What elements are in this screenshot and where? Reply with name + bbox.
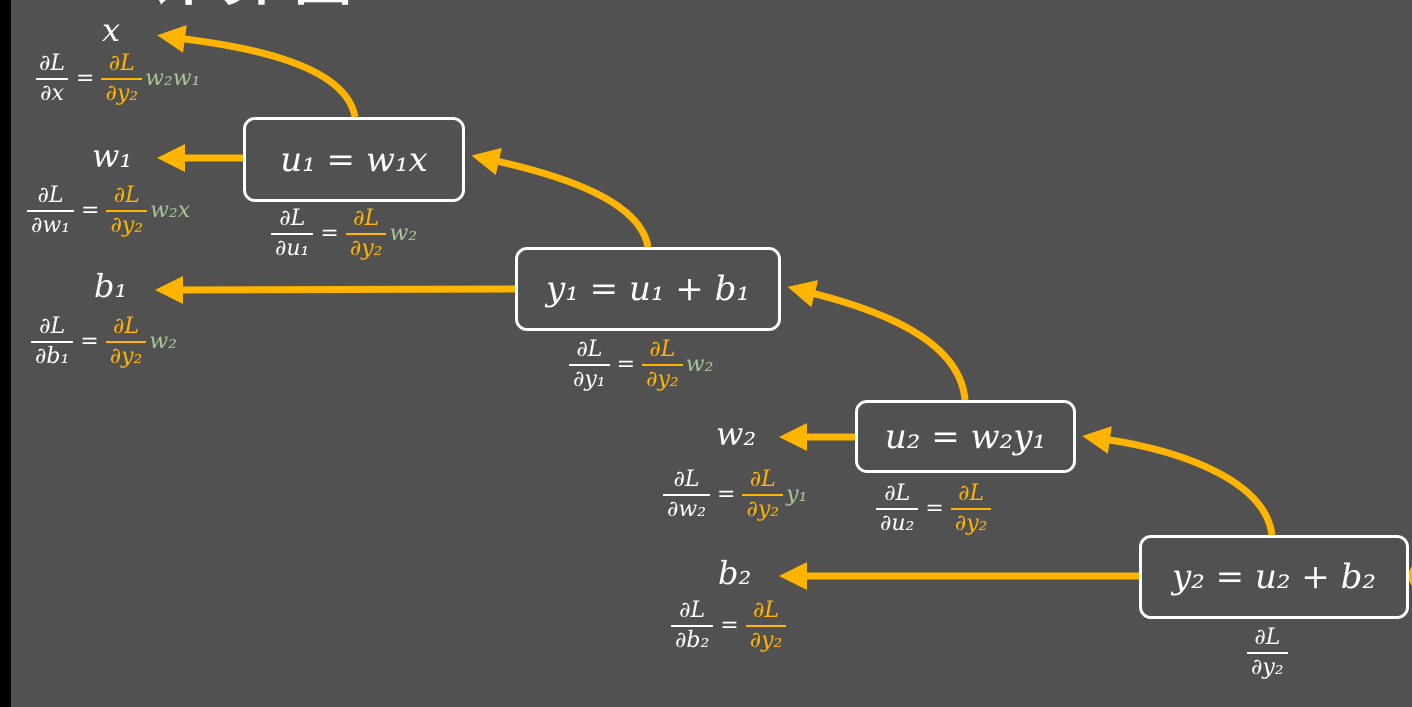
- lhs-denominator: ∂u₂: [876, 508, 919, 536]
- local-gradient: y₁: [786, 482, 808, 508]
- node-y2: y₂ = u₂ + b₂: [1139, 535, 1409, 619]
- lhs-numerator: ∂L: [576, 337, 603, 362]
- lhs-denominator: ∂x: [36, 78, 68, 106]
- grad-y2: ∂L∂y₂: [1244, 625, 1291, 680]
- rhs-numerator: ∂L: [353, 206, 380, 231]
- upstream-gradient-fraction: ∂L∂y₂: [345, 206, 387, 261]
- rhs-denominator: ∂y₂: [345, 233, 387, 261]
- arrow-y2-to-u2: [1082, 426, 1276, 536]
- lhs-fraction: ∂L∂w₂: [663, 467, 711, 522]
- equals-sign: =: [925, 496, 944, 522]
- arrow-u2-to-y1: [787, 280, 969, 401]
- local-gradient: w₂x: [150, 198, 191, 224]
- var-w1: w₁: [92, 137, 133, 175]
- lhs-numerator: ∂L: [884, 481, 911, 506]
- lhs-denominator: ∂u₁: [271, 233, 314, 261]
- slide-title: 计算图: [150, 0, 366, 8]
- local-gradient: w₂w₁: [145, 66, 201, 92]
- rhs-numerator: ∂L: [749, 467, 776, 492]
- lhs-numerator: ∂L: [37, 183, 64, 208]
- lhs-fraction: ∂L∂u₂: [876, 481, 919, 536]
- lhs-denominator: ∂b₂: [671, 625, 714, 653]
- local-gradient: w₂: [149, 329, 177, 355]
- node-u1: u₁ = w₁x: [243, 117, 465, 202]
- lhs-numerator: ∂L: [673, 467, 700, 492]
- lhs-numerator: ∂L: [279, 206, 306, 231]
- node-y1: y₁ = u₁ + b₁: [515, 247, 781, 331]
- equals-sign: =: [81, 198, 100, 224]
- lhs-numerator: ∂L: [1254, 625, 1281, 650]
- lhs-denominator: ∂y₁: [569, 364, 610, 392]
- left-black-strip: [0, 0, 11, 707]
- equals-sign: =: [80, 329, 99, 355]
- node-u2: u₂ = w₂y₁: [855, 400, 1076, 473]
- upstream-gradient-fraction: ∂L∂y₂: [105, 314, 147, 369]
- lhs-denominator: ∂w₂: [663, 494, 711, 522]
- rhs-denominator: ∂y₂: [106, 210, 148, 238]
- arrow-y1-to-u1: [471, 147, 652, 248]
- equals-sign: =: [320, 221, 339, 247]
- rhs-numerator: ∂L: [753, 598, 780, 623]
- rhs-denominator: ∂y₂: [745, 625, 787, 653]
- rhs-denominator: ∂y₂: [105, 341, 147, 369]
- lhs-numerator: ∂L: [39, 314, 66, 339]
- arrow-y1-to-b1: [155, 275, 516, 304]
- var-b2: b₂: [718, 554, 752, 592]
- lhs-fraction: ∂L∂b₂: [671, 598, 714, 653]
- rhs-numerator: ∂L: [958, 481, 985, 506]
- equals-sign: =: [720, 613, 739, 639]
- lhs-fraction: ∂L∂y₁: [569, 337, 610, 392]
- upstream-gradient-fraction: ∂L∂y₂: [101, 51, 143, 106]
- equals-sign: =: [76, 66, 95, 92]
- lhs-fraction: ∂L∂w₁: [27, 183, 75, 238]
- lhs-denominator: ∂b₁: [31, 341, 74, 369]
- rhs-numerator: ∂L: [108, 51, 135, 76]
- lhs-fraction: ∂L∂y₂: [1247, 625, 1288, 680]
- arrow-u1-to-x: [157, 25, 359, 118]
- rhs-numerator: ∂L: [113, 314, 140, 339]
- var-w2: w₂: [716, 415, 757, 453]
- local-gradient: w₂: [389, 221, 418, 247]
- rhs-numerator: ∂L: [649, 337, 676, 362]
- upstream-gradient-fraction: ∂L∂y₂: [742, 467, 784, 522]
- upstream-gradient-fraction: ∂L∂y₂: [745, 598, 787, 653]
- lhs-denominator: ∂y₂: [1247, 652, 1288, 680]
- local-gradient: w₂: [685, 352, 714, 378]
- equals-sign: =: [717, 482, 736, 508]
- grad-b2: ∂L∂b₂=∂L∂y₂: [668, 598, 789, 653]
- rhs-denominator: ∂y₂: [101, 78, 143, 106]
- rhs-denominator: ∂y₂: [950, 508, 992, 536]
- equals-sign: =: [616, 352, 636, 378]
- arrow-into-y2-partial: [1406, 566, 1412, 586]
- rhs-denominator: ∂y₂: [642, 364, 683, 392]
- var-b1: b₁: [94, 267, 128, 305]
- lhs-denominator: ∂w₁: [27, 210, 75, 238]
- upstream-gradient-fraction: ∂L∂y₂: [106, 183, 148, 238]
- lhs-numerator: ∂L: [679, 598, 706, 623]
- upstream-gradient-fraction: ∂L∂y₂: [950, 481, 992, 536]
- rhs-denominator: ∂y₂: [742, 494, 784, 522]
- var-x: x: [102, 11, 121, 49]
- lhs-fraction: ∂L∂b₁: [31, 314, 74, 369]
- lhs-numerator: ∂L: [39, 51, 65, 76]
- lhs-fraction: ∂L∂x: [35, 51, 69, 106]
- rhs-numerator: ∂L: [113, 183, 140, 208]
- grad-u2: ∂L∂u₂=∂L∂y₂: [873, 481, 994, 536]
- lhs-fraction: ∂L∂u₁: [271, 206, 314, 261]
- upstream-gradient-fraction: ∂L∂y₂: [642, 337, 683, 392]
